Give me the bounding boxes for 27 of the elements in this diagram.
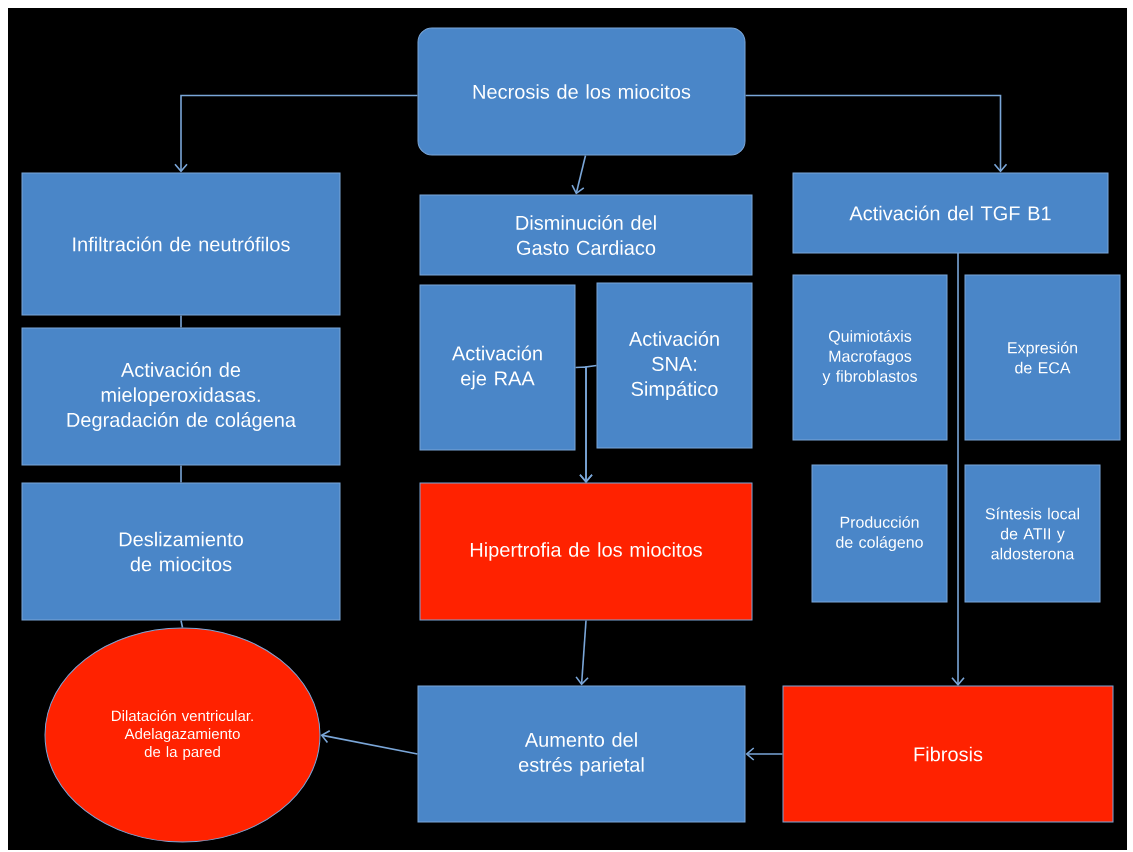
- arrow: [575, 619, 589, 686]
- process-box: Aumento del estrés parietal: [417, 685, 746, 823]
- process-box: Activación SNA: Simpático: [596, 282, 753, 449]
- process-box: Hipertrofia de los miocitos: [419, 482, 753, 621]
- connector-line: [180, 314, 182, 329]
- process-box: Quimiotáxis Macrofagos y fibroblastos: [792, 274, 948, 441]
- process-box: Activación de mieloperoxidasas. Degradación de colágena: [21, 327, 341, 466]
- process-box: Expresión de ECA: [964, 274, 1121, 441]
- arrow: [320, 729, 419, 755]
- process-box: Fibrosis: [782, 685, 1114, 823]
- arrow: [579, 364, 598, 483]
- arrow: [951, 252, 965, 686]
- arrow: [174, 94, 419, 173]
- process-box: Producción de colágeno: [811, 464, 948, 603]
- process-box: Infiltración de neutrófilos: [21, 172, 341, 316]
- ellipse-node: Dilatación ventricular. Adelagazamiento de la pared: [44, 627, 321, 843]
- connector-line: [180, 464, 182, 484]
- process-box: Disminución del Gasto Cardiaco: [419, 194, 753, 276]
- process-box: Activación eje RAA: [419, 284, 576, 451]
- arrow: [571, 154, 587, 195]
- process-box: Síntesis local de ATII y aldosterona: [964, 464, 1101, 603]
- process-box: Activación del TGF B1: [792, 172, 1109, 254]
- arrow: [744, 94, 1008, 173]
- process-box: Deslizamiento de miocitos: [21, 482, 341, 621]
- connector-line: [180, 619, 184, 629]
- process-box: Necrosis de los miocitos: [417, 27, 746, 156]
- arrow: [745, 747, 784, 761]
